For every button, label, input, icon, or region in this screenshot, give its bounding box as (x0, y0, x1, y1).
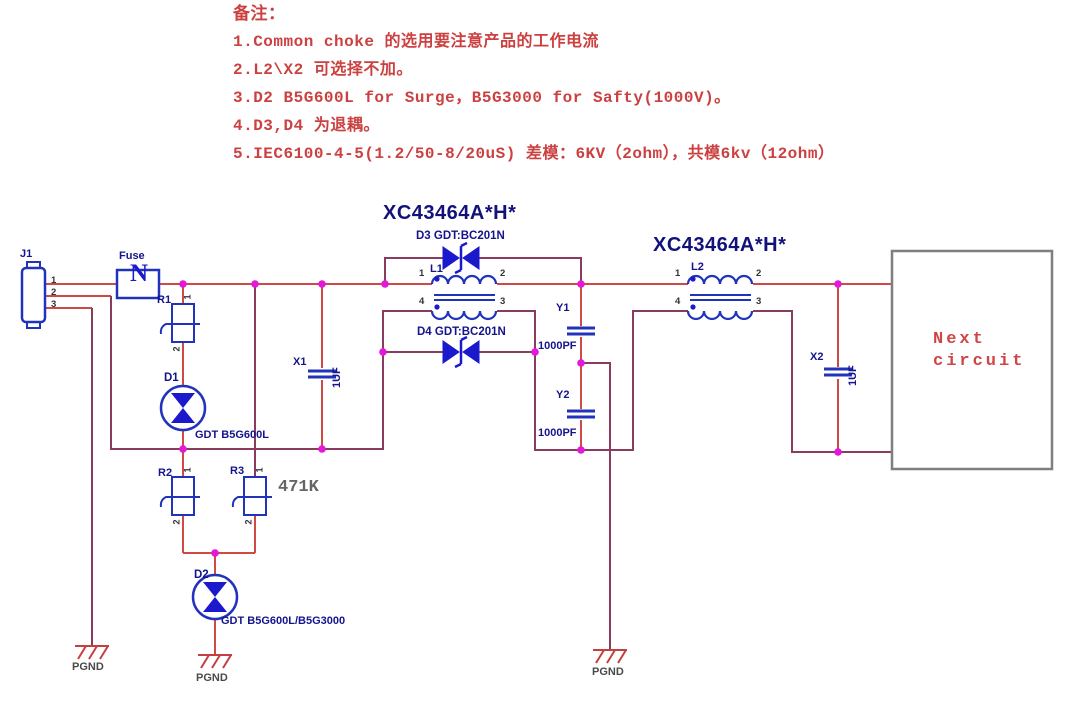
pgnd-symbol-right (593, 649, 627, 664)
r3-pin1-label: 1 (254, 467, 265, 473)
l1-pin3-label: 3 (500, 296, 506, 307)
gdt-d1-symbol (159, 384, 207, 432)
l2-pin2-label: 2 (756, 268, 762, 279)
choke-l1-symbol (430, 274, 498, 321)
cap-y1-symbol (567, 326, 595, 336)
pgnd-label-center: PGND (196, 672, 228, 684)
varistor-r2-symbol (159, 476, 200, 516)
d2-ref-label: D2 (194, 569, 209, 581)
l2-ref-label: L2 (691, 261, 704, 273)
choke-part-number-right: XC43464A*H* (653, 234, 787, 256)
x1-ref-label: X1 (293, 356, 307, 368)
fuse-ref-label: Fuse (119, 250, 145, 262)
pgnd-symbol-left (75, 645, 109, 660)
choke-l2-symbol (686, 274, 754, 321)
x2-ref-label: X2 (810, 351, 824, 363)
r2-pin2-label: 2 (171, 519, 182, 525)
x1-value-label: 1UF (331, 367, 343, 388)
d1-value-label: GDT B5G600L (195, 429, 269, 441)
tvs-d4-symbol (442, 335, 480, 369)
j1-pin2-label: 2 (51, 287, 57, 298)
junction-dots (179, 280, 842, 557)
pgnd-label-left: PGND (72, 661, 104, 673)
varistor-r3-symbol (231, 476, 272, 516)
tvs-d3-symbol (442, 241, 480, 275)
l2-pin3-label: 3 (756, 296, 762, 307)
l2-pin4-label: 4 (675, 296, 681, 307)
cap-x1-symbol (308, 369, 336, 379)
note-line-4: 4.D3,D4 为退耦。 (233, 117, 380, 135)
r3-value-label: 471K (278, 478, 319, 497)
r3-pin2-label: 2 (243, 519, 254, 525)
l1-ref-label: L1 (430, 263, 443, 275)
l2-pin1-label: 1 (675, 268, 681, 279)
d3-ref-label: D3 GDT:BC201N (416, 230, 505, 242)
note-line-3: 3.D2 B5G600L for Surge，B5G3000 for Safty… (233, 89, 731, 107)
note-line-5: 5.IEC6100-4-5(1.2/50-8/20uS) 差模：6KV（2ohm… (233, 145, 835, 163)
l1-pin1-label: 1 (419, 268, 425, 279)
x2-value-label: 1UF (847, 365, 859, 386)
cap-x2-symbol (824, 367, 852, 377)
r2-ref-label: R2 (158, 467, 173, 479)
r3-ref-label: R3 (230, 465, 245, 477)
choke-part-number-left: XC43464A*H* (383, 202, 517, 224)
pgnd-label-right: PGND (592, 666, 624, 678)
pgnd-symbol-center (198, 654, 232, 669)
j1-connector-symbol (20, 261, 47, 329)
varistor-r1-symbol (159, 303, 200, 343)
d2-value-label: GDT B5G600L/B5G3000 (221, 615, 346, 627)
r2-pin1-label: 1 (182, 467, 193, 473)
cap-y2-symbol (567, 409, 595, 419)
next-circuit-box (890, 249, 1054, 471)
d4-ref-label: D4 GDT:BC201N (417, 326, 506, 338)
r1-ref-label: R1 (157, 294, 172, 306)
d1-ref-label: D1 (164, 372, 179, 384)
j1-ref-label: J1 (20, 248, 33, 260)
note-line-1: 1.Common choke 的选用要注意产品的工作电流 (233, 33, 600, 51)
r1-pin1-label: 1 (182, 294, 193, 300)
fuse-symbol (115, 268, 161, 300)
j1-pin1-label: 1 (51, 275, 57, 286)
y2-ref-label: Y2 (556, 389, 570, 401)
gdt-d2-symbol (191, 573, 239, 621)
fuse-n-glyph: N (129, 260, 149, 287)
notes-title: 备注： (233, 6, 286, 25)
r1-pin2-label: 2 (171, 346, 182, 352)
y2-value-label: 1000PF (538, 427, 577, 439)
y1-ref-label: Y1 (556, 302, 570, 314)
next-circuit-text-1: Next (933, 330, 986, 349)
y1-value-label: 1000PF (538, 340, 577, 352)
wires-red (46, 283, 892, 655)
note-line-2: 2.L2\X2 可选择不加。 (233, 61, 413, 79)
next-circuit-text-2: circuit (933, 352, 1026, 371)
varistor-symbols (159, 303, 272, 516)
j1-pin3-label: 3 (51, 299, 57, 310)
l1-pin4-label: 4 (419, 296, 425, 307)
l1-pin2-label: 2 (500, 268, 506, 279)
